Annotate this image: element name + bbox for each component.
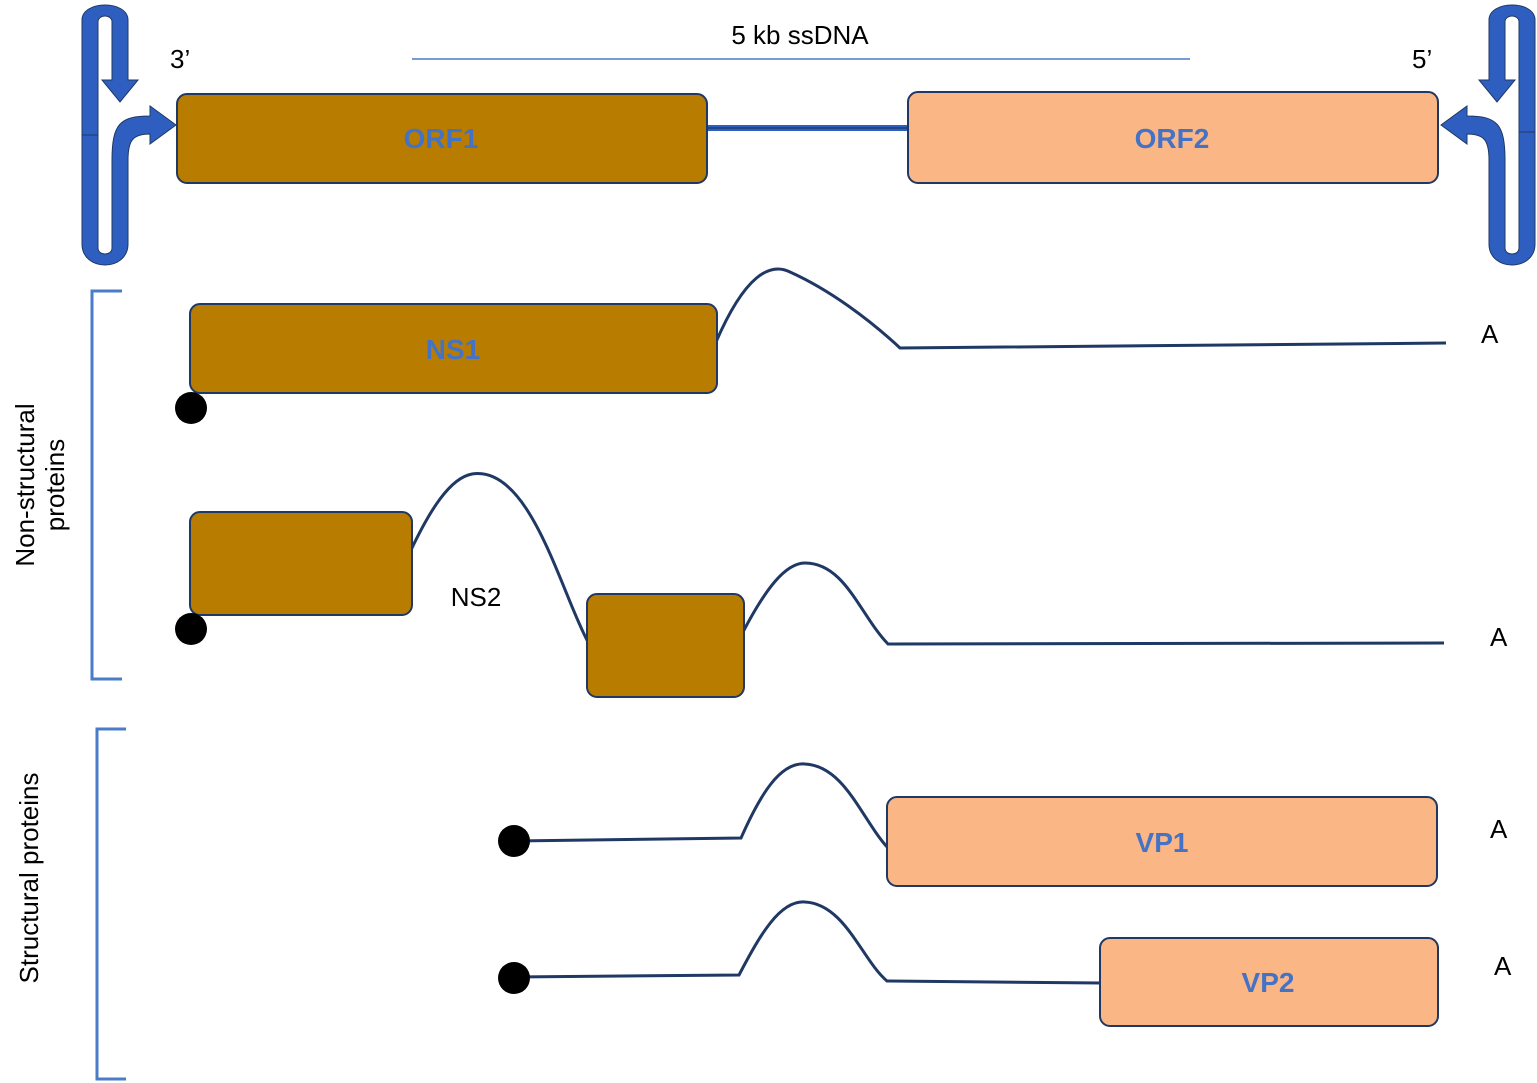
vp2-box	[1099, 937, 1439, 1027]
vp1-leader-line	[513, 762, 890, 850]
vp2-cap-dot	[498, 962, 530, 994]
vp1-polya-label: A	[1490, 814, 1508, 844]
five-prime-end-label: 5’	[1412, 44, 1432, 74]
orf2-label: ORF2	[1135, 123, 1210, 154]
vp2-label: VP2	[1242, 967, 1295, 998]
vp2-polya-label: A	[1494, 951, 1512, 981]
orf1-label: ORF1	[404, 123, 479, 154]
structural-bracket	[95, 727, 126, 1081]
orf1-box	[176, 93, 708, 184]
left-hairpin-itr	[81, 4, 177, 266]
nonstructural-label-line1: Non-structural	[10, 403, 40, 566]
nonstructural-bracket	[90, 289, 122, 681]
ns2-cap-dot	[175, 613, 207, 645]
right-hairpin-itr	[1440, 4, 1536, 266]
three-prime-end-label: 3’	[170, 44, 190, 74]
vp1-cap-dot	[498, 825, 530, 857]
genome-size-label: 5 kb ssDNA	[731, 20, 869, 50]
ns2-exon1-box	[189, 511, 413, 616]
vp1-box	[886, 796, 1438, 887]
ns2-intron-line-2	[741, 561, 1445, 646]
ns1-box	[189, 303, 718, 394]
ns1-intron-line	[714, 267, 1447, 350]
ns1-polya-label: A	[1481, 319, 1499, 349]
ns2-polya-label: A	[1490, 622, 1508, 652]
vp2-leader-line	[513, 900, 1102, 985]
ns1-cap-dot	[175, 392, 207, 424]
structural-label: Structural proteins	[14, 773, 44, 984]
ns2-intron-line-1	[409, 472, 590, 643]
ns2-exon2-box	[586, 593, 745, 698]
ns1-label: NS1	[426, 334, 480, 365]
vp1-label: VP1	[1136, 827, 1189, 858]
nonstructural-label-line2: proteins	[40, 439, 70, 532]
orf2-box	[907, 91, 1439, 184]
ns2-label: NS2	[451, 582, 502, 612]
